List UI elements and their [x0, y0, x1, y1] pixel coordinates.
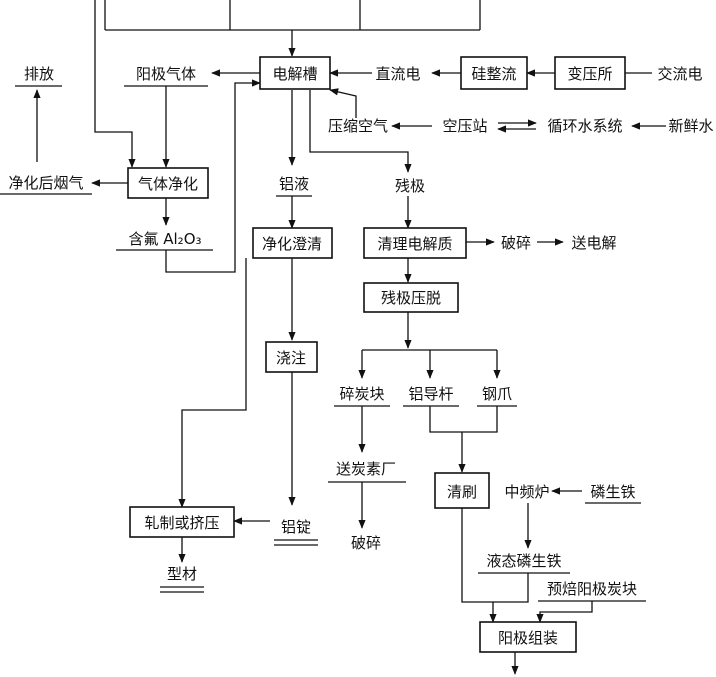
purified-flue-gas-label: 净化后烟气: [8, 174, 83, 192]
anode-assembly-label: 阳极组装: [498, 629, 558, 647]
electrolytic-cell-box: [259, 56, 331, 90]
aluminum-guide-rod-label: 铝导杆: [408, 385, 453, 403]
fluorinated-alumina-label: 含氟 Al₂O₃: [128, 230, 201, 248]
connectors: [33, 0, 666, 675]
substation-label: 变压所: [567, 65, 612, 83]
label-underlines: [0, 85, 646, 602]
electrolyte-cleaning-box: [363, 227, 467, 259]
brushing-box: [434, 472, 490, 509]
residual-anode-label: 残极: [395, 177, 425, 195]
air-compressor-station-label: 空压站: [442, 117, 487, 135]
rolling-or-extrusion-label: 轧制或挤压: [144, 514, 219, 532]
medium-frequency-furnace-label: 中频炉: [504, 483, 549, 501]
aluminum-ingot-label: 铝锭: [281, 518, 311, 536]
send-to-carbon-plant-label: 送炭素厂: [336, 460, 396, 478]
purification-clarification-box: [252, 227, 333, 259]
circulating-water-label: 循环水系统: [547, 117, 622, 135]
electrolyte-cleaning-label: 清理电解质: [377, 235, 452, 253]
liquid-phosphorus-iron-label: 液态磷生铁: [486, 552, 561, 570]
broken-carbon-block-label: 碎炭块: [339, 385, 384, 403]
brushing-label: 清刷: [447, 483, 477, 501]
profiles-label: 型材: [167, 565, 197, 583]
rectifier-label: 硅整流: [471, 65, 516, 83]
casting-box: [265, 341, 318, 373]
gas-purification-box: [127, 167, 209, 199]
anode-stripping-label: 残极压脱: [381, 289, 441, 307]
send-to-electrolysis-label: 送电解: [571, 234, 616, 252]
discharge-label: 排放: [24, 65, 54, 83]
electrolytic-cell-label: 电解槽: [272, 65, 317, 83]
rectifier-box: [460, 56, 528, 90]
anode-gas-label: 阳极气体: [136, 65, 196, 83]
process-boxes: [127, 56, 626, 653]
anode-assembly-box: [479, 621, 577, 653]
compressed-air-label: 压缩空气: [328, 117, 388, 135]
casting-label: 浇注: [276, 349, 306, 367]
fresh-water-label: 新鲜水: [668, 117, 713, 135]
substation-box: [554, 56, 626, 90]
crushing-2-label: 破碎: [351, 534, 381, 552]
crushing-label: 破碎: [501, 234, 531, 252]
anode-stripping-box: [363, 282, 459, 313]
aluminum-liquid-label: 铝液: [279, 175, 309, 193]
steel-claw-label: 钢爪: [482, 385, 512, 403]
prebaked-anode-block-label: 预焙阳极炭块: [547, 580, 637, 598]
dc-power-label: 直流电: [375, 65, 420, 83]
gas-purification-label: 气体净化: [138, 175, 198, 193]
labels: 电解槽 直流电 硅整流 变压所 交流电 阳极气体 排放 气体净化 净化后烟气 含…: [8, 65, 713, 647]
ac-power-label: 交流电: [657, 65, 702, 83]
purification-clarification-label: 净化澄清: [262, 235, 322, 253]
phosphorus-pig-iron-label: 磷生铁: [590, 483, 635, 501]
rolling-or-extrusion-box: [129, 506, 235, 538]
